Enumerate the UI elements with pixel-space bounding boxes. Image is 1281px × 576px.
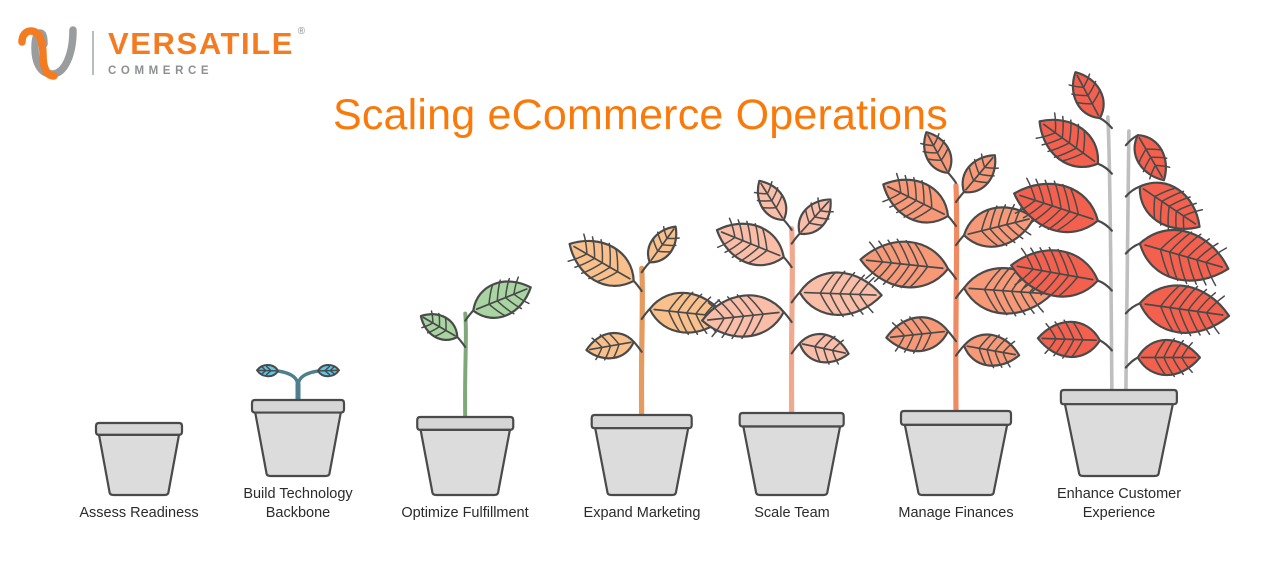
growth-stage-5: Scale Team (659, 180, 924, 524)
plant-illustration-stage-4 (532, 225, 751, 497)
logo-wordmark: VERSATILE COMMERCE ® (108, 26, 305, 77)
stage-label-7: Enhance Customer Experience (1056, 485, 1182, 522)
plant-illustration-stage-2 (242, 340, 354, 477)
growth-stage-1: Assess Readiness (54, 409, 224, 524)
growth-stages-row: Assess Readiness Build Technology Backbo… (0, 70, 1281, 576)
stage-label-4: Expand Marketing (583, 505, 701, 522)
growth-stage-7: Enhance Customer Experience (935, 70, 1281, 524)
plant-illustration-stage-3 (382, 276, 549, 497)
growth-stage-3: Optimize Fulfillment (380, 276, 550, 524)
plant-illustration-stage-7 (935, 70, 1281, 477)
growth-stage-4: Expand Marketing (532, 225, 751, 524)
stage-label-1: Assess Readiness (79, 505, 199, 522)
stage-label-2: Build Technology Backbone (243, 485, 353, 522)
logo-divider (92, 31, 94, 75)
stage-label-3: Optimize Fulfillment (401, 505, 529, 522)
growth-stage-2: Build Technology Backbone (213, 340, 383, 524)
plant-illustration-stage-1 (86, 409, 192, 497)
logo-word: VERSATILE (108, 26, 295, 62)
brand-logo: VERSATILE COMMERCE ® (18, 22, 305, 84)
versatile-v-swoosh-icon (18, 26, 77, 80)
logo-subtitle: COMMERCE (108, 64, 214, 77)
plant-illustration-stage-5 (659, 180, 924, 497)
registered-trademark-icon: ® (297, 26, 306, 38)
stage-label-5: Scale Team (754, 505, 830, 522)
stage-label-6: Manage Finances (898, 505, 1014, 522)
page-title: Scaling eCommerce Operations (332, 91, 949, 139)
